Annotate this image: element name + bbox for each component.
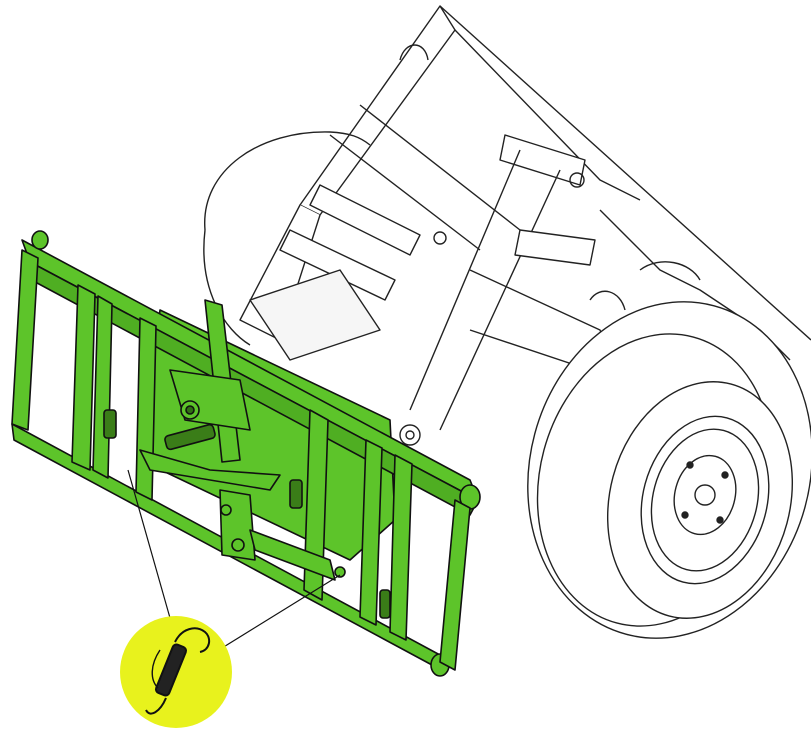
- top-rail-left-cap: [31, 230, 49, 250]
- lug-nut-1: [686, 461, 694, 469]
- upright-5: [359, 439, 383, 626]
- hub-center: [694, 484, 716, 506]
- arm-pivot-hole: [405, 430, 415, 440]
- boom-inner-line-2: [329, 134, 481, 251]
- left-tire-top: [204, 131, 371, 231]
- arm-pivot: [399, 424, 421, 446]
- fender-arc-2: [589, 290, 626, 311]
- right-upright: [439, 499, 471, 671]
- bolt-1-center: [185, 405, 195, 415]
- fender-arc: [639, 261, 701, 281]
- slot-3: [379, 589, 391, 619]
- bracket-plate: [514, 229, 596, 266]
- leader-line-left: [127, 469, 173, 626]
- spring-bottom-hook: [145, 697, 167, 715]
- upright-6: [389, 454, 413, 641]
- lift-arm-edge-a: [409, 149, 521, 411]
- boom-upper-face: [299, 5, 456, 216]
- wheel-rim-inner: [650, 428, 760, 572]
- upright-3: [135, 317, 157, 501]
- callout-spring: [120, 616, 232, 728]
- leader-line-right: [221, 574, 341, 649]
- cylinder-mount: [499, 134, 586, 186]
- callout-leaders: [127, 469, 341, 649]
- lug-nut-4: [681, 511, 689, 519]
- front-tire: [527, 301, 811, 639]
- bolt-2: [231, 538, 245, 552]
- tension-spring-icon: [145, 627, 211, 715]
- pivot-bolt-b: [569, 172, 585, 188]
- pivot-bolt-a: [433, 231, 447, 245]
- crossmember-plate-lower: [279, 229, 396, 301]
- lug-nut-2: [721, 471, 729, 479]
- bolt-3: [220, 504, 232, 516]
- tractor-line-art: [203, 5, 811, 446]
- slot-2: [289, 479, 303, 509]
- crossmember-plate: [309, 184, 421, 256]
- linkage-bar: [139, 449, 281, 491]
- boom-top-edge: [454, 29, 641, 201]
- lug-nut-3: [716, 516, 724, 524]
- spring-highlight: [151, 649, 161, 689]
- lift-arm-edge-b: [439, 169, 561, 431]
- upright-2: [92, 295, 113, 479]
- boom-inner-line: [359, 104, 521, 231]
- cab-window: [249, 269, 381, 361]
- top-pivot: [399, 44, 429, 61]
- attachment-frame: [11, 230, 481, 677]
- tension-spring: [164, 423, 216, 451]
- spring-body: [154, 643, 188, 697]
- spring-top-hook: [174, 627, 211, 653]
- upright-1: [71, 284, 96, 471]
- slot-1: [103, 409, 117, 439]
- hood-edge-line: [439, 5, 811, 341]
- bolt-4: [334, 566, 346, 578]
- left-upright: [11, 249, 39, 431]
- lower-link: [249, 529, 336, 581]
